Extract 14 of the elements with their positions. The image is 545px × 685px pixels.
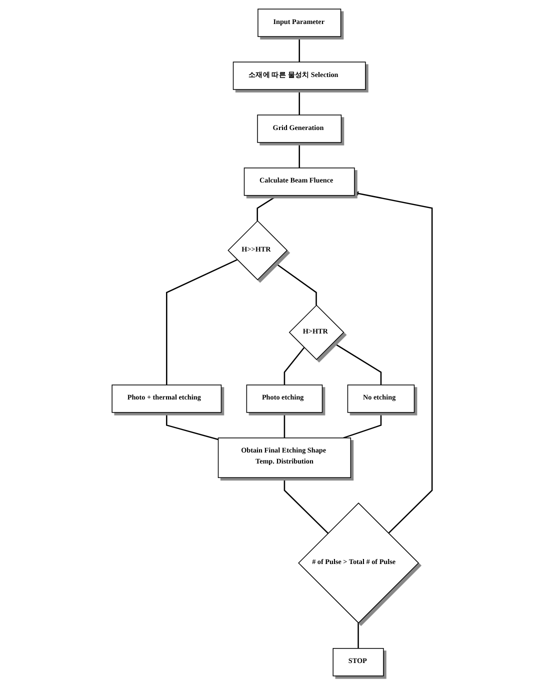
- connector: [299, 142, 300, 168]
- connector: [274, 262, 318, 306]
- connector: [257, 194, 278, 221]
- connector: [344, 412, 382, 439]
- connector: [166, 259, 238, 385]
- connector: [166, 412, 219, 440]
- connector: [284, 347, 306, 385]
- arrow: [354, 191, 434, 534]
- connector: [333, 342, 382, 385]
- connector: [284, 478, 329, 534]
- connector: [358, 622, 360, 648]
- connector: [299, 90, 300, 115]
- connector: [299, 36, 300, 62]
- connector: [284, 412, 286, 438]
